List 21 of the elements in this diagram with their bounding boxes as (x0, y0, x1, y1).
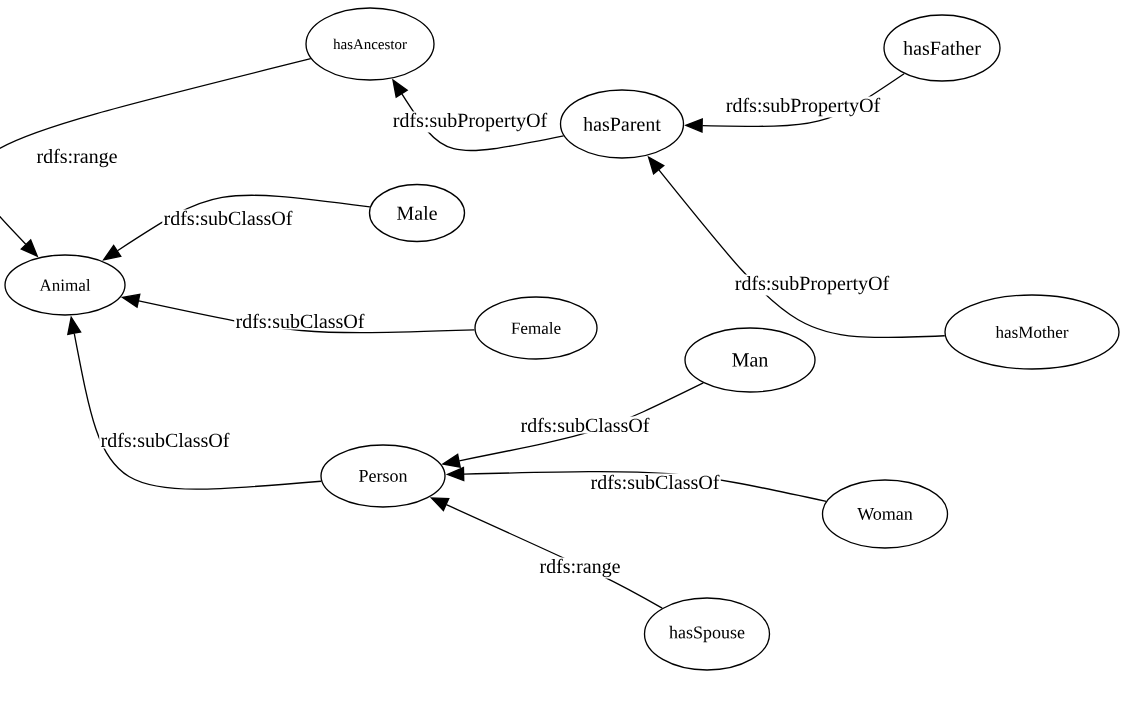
ellipse-node: Female (474, 296, 598, 360)
ellipse-node: Woman (821, 479, 949, 549)
edge-label: rdfs:subClassOf (99, 431, 231, 449)
ellipse-node: Man (684, 327, 816, 393)
ellipse-node: hasMother (944, 294, 1120, 370)
edge-label: rdfs:subClassOf (162, 209, 294, 227)
edge-label: rdfs:subClassOf (519, 416, 651, 434)
edge-label: rdfs:range (538, 557, 622, 579)
ellipse-node: Animal (4, 254, 126, 316)
ellipse-node: hasParent (559, 89, 685, 159)
edge-label: rdfs:subPropertyOf (733, 274, 891, 296)
ellipse-node: hasAncestor (305, 7, 435, 81)
ellipse-node: Male (368, 183, 466, 243)
ellipse-node: hasSpouse (643, 597, 771, 671)
edge-label: rdfs:range (35, 147, 119, 169)
edge-label: rdfs:subClassOf (589, 473, 721, 491)
edge-label: rdfs:subPropertyOf (724, 96, 882, 118)
edge-label: rdfs:subClassOf (234, 312, 366, 330)
edge-label: rdfs:subPropertyOf (391, 111, 549, 133)
ellipse-node: Person (320, 444, 446, 508)
ellipse-node: hasFather (883, 14, 1001, 82)
